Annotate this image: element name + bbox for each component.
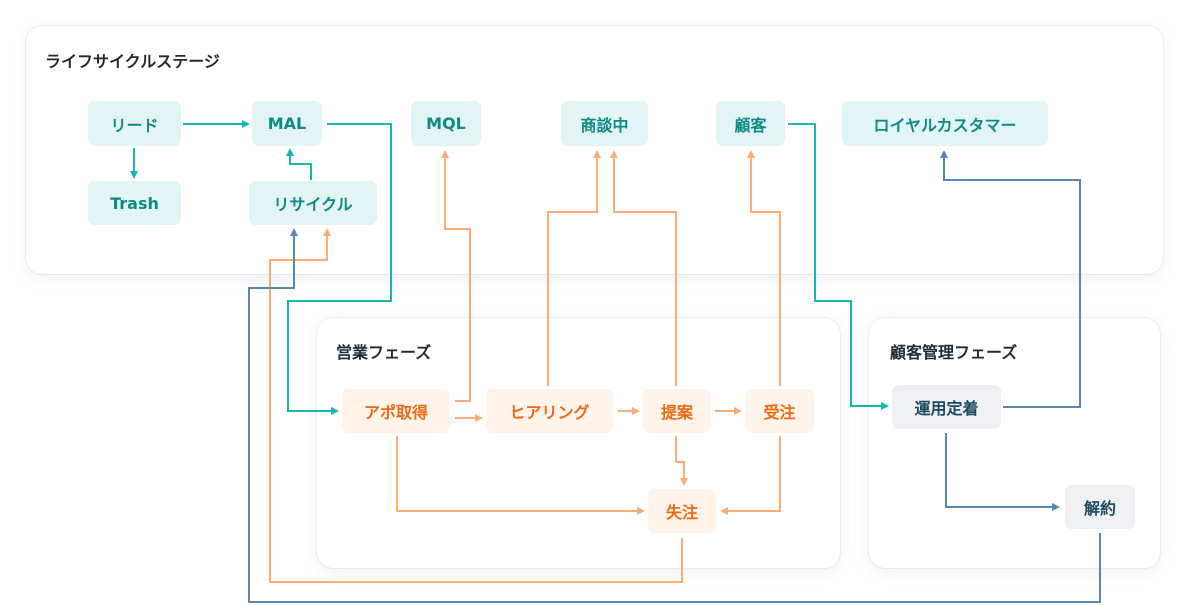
node-recycle[interactable]: リサイクル [249,181,377,225]
node-mal[interactable]: MAL [252,101,322,146]
node-trash[interactable]: Trash [88,181,181,225]
node-onboarding[interactable]: 運用定着 [892,385,1001,429]
node-mql[interactable]: MQL [411,101,481,146]
lifecycle-title: ライフサイクルステージ [45,52,220,71]
node-negotiation[interactable]: 商談中 [561,101,648,146]
customer-phase-title: 顧客管理フェーズ [890,343,1018,362]
node-lead[interactable]: リード [88,101,181,146]
node-customer[interactable]: 顧客 [716,101,785,146]
node-proposal[interactable]: 提案 [643,389,711,433]
node-hearing[interactable]: ヒアリング [486,389,613,433]
sales-phase-title: 営業フェーズ [336,343,432,362]
node-loyal-customer[interactable]: ロイヤルカスタマー [842,101,1048,146]
node-lost[interactable]: 失注 [648,489,716,533]
node-won[interactable]: 受注 [745,389,814,433]
node-appointment[interactable]: アポ取得 [342,389,450,433]
node-churn[interactable]: 解約 [1065,485,1135,529]
